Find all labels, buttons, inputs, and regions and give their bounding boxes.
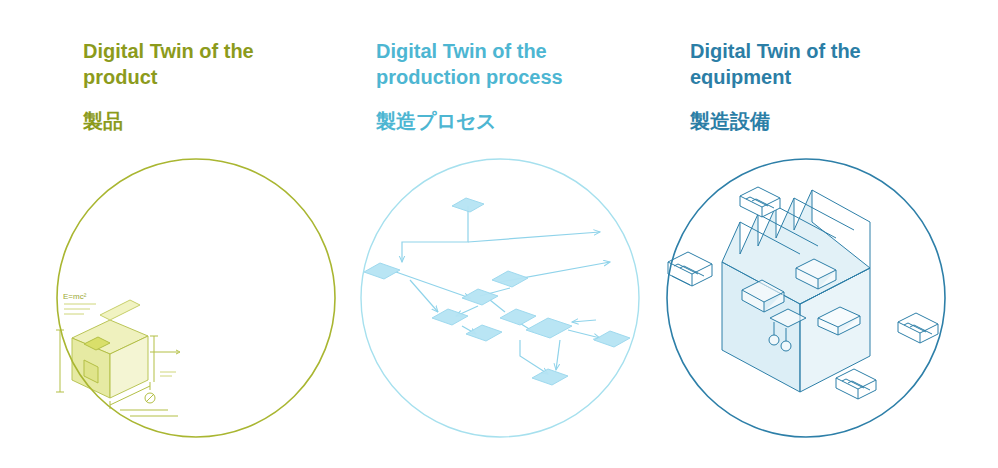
factory-machines xyxy=(742,259,860,351)
circle-outline xyxy=(360,38,642,444)
factory xyxy=(722,190,870,392)
circle-shape xyxy=(361,159,639,437)
process-flow xyxy=(396,206,610,374)
twin-circle: Digital Twin of the equipment 製造設備 xyxy=(666,38,948,444)
outside-machines xyxy=(668,187,938,399)
formula-label: E=mc² xyxy=(62,293,87,301)
heading: Digital Twin of the equipment xyxy=(690,38,930,90)
product-cube xyxy=(56,300,180,416)
twin-circle: Digital Twin of the production process 製造… xyxy=(360,38,642,444)
japanese-heading: 製造プロセス xyxy=(376,108,642,135)
japanese-heading: 製造設備 xyxy=(690,108,948,135)
heading: Digital Twin of the product xyxy=(83,38,323,90)
circle-outline xyxy=(56,38,338,444)
japanese-heading: 製品 xyxy=(83,108,338,135)
circle-shape xyxy=(667,159,945,437)
twin-circle: Digital Twin of the product 製品 xyxy=(56,38,338,444)
circle-shape xyxy=(57,159,335,437)
circle-outline xyxy=(666,38,948,444)
heading: Digital Twin of the production process xyxy=(376,38,616,90)
process-tiles xyxy=(364,198,630,385)
